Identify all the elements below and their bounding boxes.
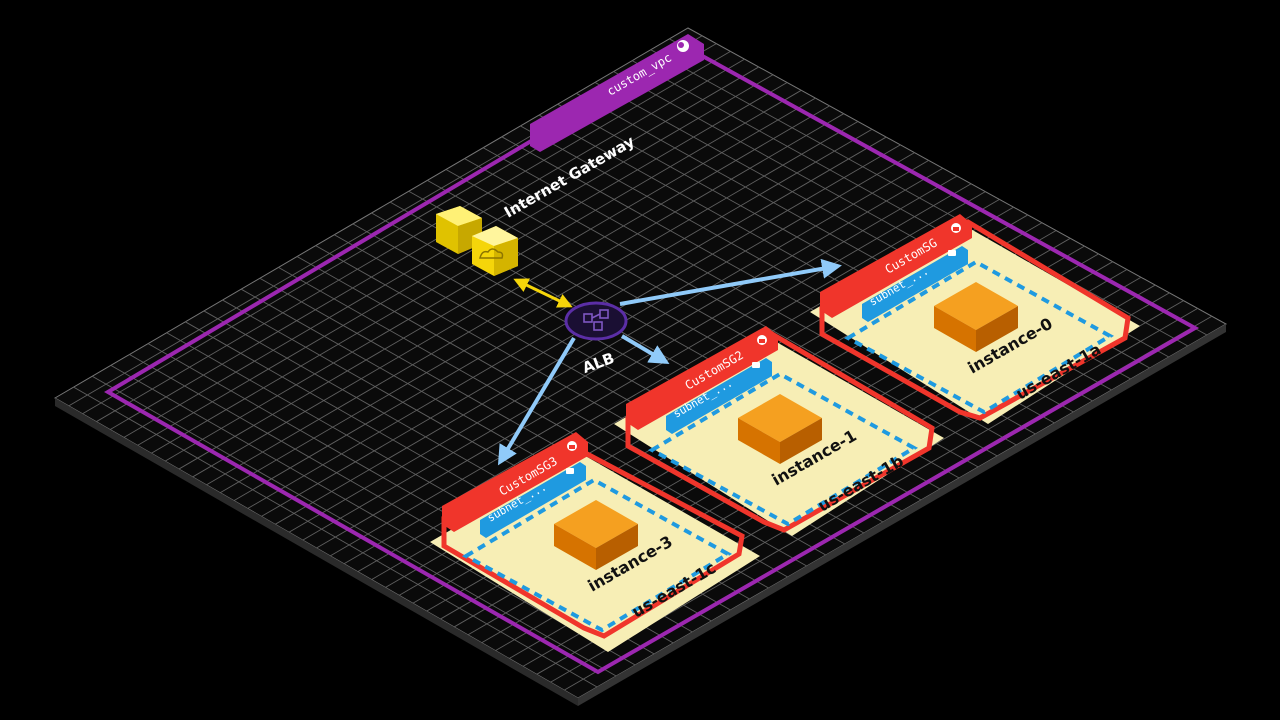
subnet-icon — [948, 250, 956, 256]
grid-line — [164, 89, 802, 462]
group-instance-3[interactable]: CustomSG3 subnet_... instance-3 us-east-… — [430, 432, 760, 652]
grid-line — [109, 58, 745, 430]
alb-arrows — [497, 258, 842, 466]
security-group-border — [441, 443, 745, 639]
grid-line — [151, 82, 788, 454]
arrow-to-instance-3 — [497, 336, 576, 466]
grid-line — [123, 66, 760, 438]
gateway-icon — [436, 206, 518, 276]
sg-lock-icon — [951, 223, 961, 233]
subnet-border — [461, 477, 732, 633]
sg-lock-icon — [567, 441, 577, 451]
alb[interactable]: ALB — [564, 301, 628, 377]
arrow-to-instance-1 — [620, 334, 670, 365]
grid-line — [302, 167, 944, 541]
grid-line — [137, 74, 774, 446]
subnet-border — [647, 371, 918, 527]
sg-lock-icon — [757, 335, 767, 345]
instance-icon — [738, 394, 822, 464]
grid-line — [330, 183, 972, 557]
instance-icon — [934, 282, 1018, 352]
security-group-border — [625, 331, 935, 533]
security-group-border — [819, 219, 1131, 421]
grid-line — [192, 105, 830, 478]
grid-line — [233, 128, 873, 502]
vpc-icon — [677, 40, 689, 52]
alb-icon — [583, 309, 609, 331]
grid-line — [96, 50, 731, 423]
subnet-icon — [566, 468, 574, 474]
subnet-border — [843, 259, 1114, 415]
grid-line — [288, 160, 929, 533]
gateway-alb-link — [513, 278, 573, 308]
grid-line — [316, 175, 958, 549]
instance-icon — [554, 500, 638, 570]
subnet-icon — [752, 362, 760, 368]
group-instance-1[interactable]: CustomSG2 subnet_... instance-1 us-east-… — [614, 326, 944, 536]
arrow-to-instance-0 — [619, 258, 842, 306]
grid-line — [178, 97, 816, 470]
